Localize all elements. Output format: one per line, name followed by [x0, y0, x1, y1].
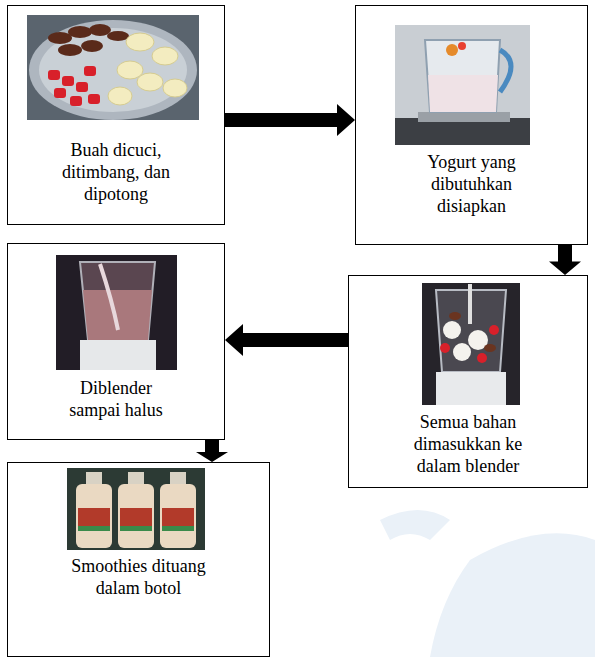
- process-box: Diblender sampai halus: [7, 243, 225, 440]
- process-box: Smoothies dituang dalam botol: [7, 462, 270, 657]
- flow-arrow: [196, 440, 228, 462]
- ingredients-photo: [422, 283, 520, 405]
- step-text: Smoothies dituang dalam botol: [59, 555, 219, 599]
- blended-photo: [56, 255, 177, 370]
- bottles-photo: [67, 468, 205, 550]
- step-text: Buah dicuci, ditimbang, dan dipotong: [41, 139, 191, 205]
- flow-arrow: [225, 324, 348, 356]
- yogurt-photo: [395, 25, 530, 145]
- fruit-photo: [27, 15, 199, 120]
- flow-arrow: [549, 245, 581, 275]
- process-box: Yogurt yang dibutuhkan disiapkan: [355, 5, 588, 245]
- process-box: Buah dicuci, ditimbang, dan dipotong: [7, 5, 225, 225]
- process-box: Semua bahan dimasukkan ke dalam blender: [348, 275, 588, 488]
- flow-arrow: [225, 104, 355, 136]
- step-text: Semua bahan dimasukkan ke dalam blender: [398, 411, 538, 477]
- step-text: Yogurt yang dibutuhkan disiapkan: [402, 151, 542, 217]
- watermark-shape: [380, 510, 595, 657]
- step-text: Diblender sampai halus: [56, 377, 176, 421]
